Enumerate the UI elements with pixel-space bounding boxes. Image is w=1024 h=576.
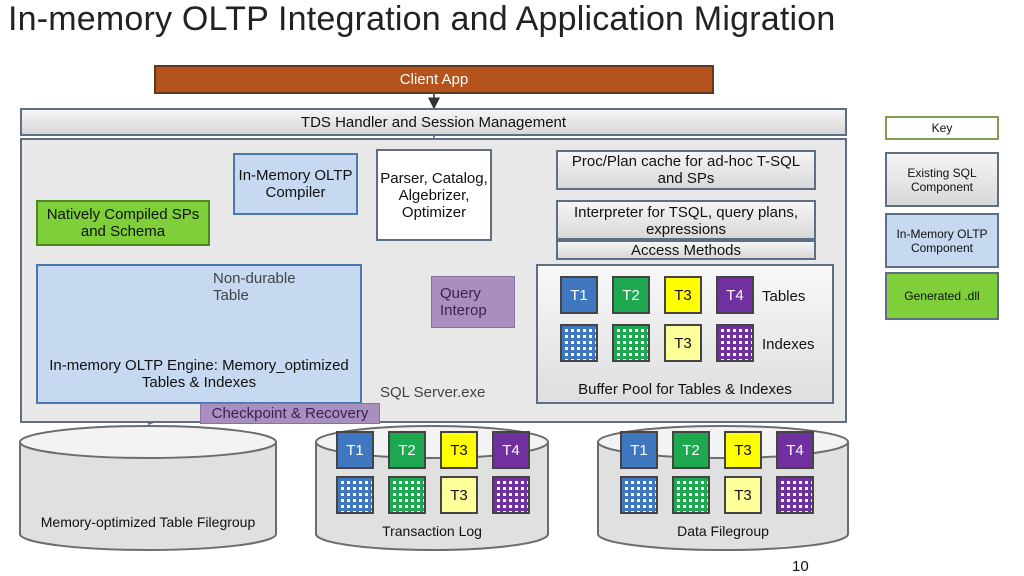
key-existing-label: Existing SQL Component [907, 165, 977, 194]
indexes-label: Indexes [762, 336, 815, 353]
query-interop: Query Interop [431, 276, 515, 328]
tds-handler-label: TDS Handler and Session Management [300, 113, 567, 131]
data-fg-index-t3: T3 [724, 476, 762, 514]
parser-label: Parser, Catalog, Algebrizer, Optimizer [380, 169, 488, 221]
buffer-pool-table-t3: T3 [664, 276, 702, 314]
key-imoltp-label: In-Memory OLTP Component [896, 226, 988, 255]
imoltp-engine-label: In-memory OLTP Engine: Memory_optimized … [49, 357, 349, 391]
interpreter: Interpreter for TSQL, query plans, expre… [556, 200, 816, 240]
data-fg-index-t4: T4 [776, 476, 814, 514]
tlog-table-t4: T4 [492, 431, 530, 469]
mem-filegroup-label: Memory-optimized Table Filegroup [40, 514, 256, 530]
client-app-label: Client App [399, 71, 469, 88]
tlog-indexes: T1 T2 T3 T4 [336, 476, 536, 516]
tlog-table-t2: T2 [388, 431, 426, 469]
tlog-index-t2: T2 [388, 476, 426, 514]
buffer-pool-index-t2: T2 [612, 324, 650, 362]
parser-box: Parser, Catalog, Algebrizer, Optimizer [376, 149, 492, 241]
tlog-label: Transaction Log [382, 523, 482, 539]
proc-plan-cache: Proc/Plan cache for ad-hoc T-SQL and SPs [556, 150, 816, 190]
tds-handler: TDS Handler and Session Management [20, 108, 847, 136]
buffer-pool-tables: T1 T2 T3 T4 [560, 276, 780, 316]
data-fg-table-t1: T1 [620, 431, 658, 469]
key-imoltp: In-Memory OLTP Component [885, 213, 999, 268]
buffer-pool-index-t1: T1 [560, 324, 598, 362]
buffer-pool-label: Buffer Pool for Tables & Indexes [578, 381, 792, 398]
imoltp-compiler: In-Memory OLTP Compiler [233, 153, 358, 215]
buffer-pool-index-t4: T4 [716, 324, 754, 362]
access-methods-label: Access Methods [630, 241, 742, 259]
checkpoint-recovery: Checkpoint & Recovery [200, 403, 380, 424]
imoltp-engine: Non-durable Table In-memory OLTP Engine:… [36, 264, 362, 404]
natively-compiled-sps: Natively Compiled SPs and Schema [36, 200, 210, 246]
client-app: Client App [154, 65, 714, 94]
tlog-table-t1: T1 [336, 431, 374, 469]
tlog-index-t1: T1 [336, 476, 374, 514]
page-number: 10 [792, 558, 809, 575]
buffer-pool-table-t2: T2 [612, 276, 650, 314]
natively-compiled-label: Natively Compiled SPs and Schema [46, 206, 200, 240]
key-existing: Existing SQL Component [885, 152, 999, 207]
tlog-tables: T1 T2 T3 T4 [336, 431, 536, 471]
key-generated-label: Generated .dll [904, 289, 980, 303]
tlog-table-t3: T3 [440, 431, 478, 469]
buffer-pool-index-t3: T3 [664, 324, 702, 362]
tables-label: Tables [762, 288, 806, 305]
buffer-pool-indexes: T1 T2 T3 T4 [560, 324, 780, 364]
buffer-pool-table-t4: T4 [716, 276, 754, 314]
data-fg-table-t2: T2 [672, 431, 710, 469]
page-title: In-memory OLTP Integration and Applicati… [8, 0, 836, 38]
data-fg-index-t2: T2 [672, 476, 710, 514]
data-fg-label: Data Filegroup [677, 523, 769, 539]
data-fg-table-t4: T4 [776, 431, 814, 469]
key-title-label: Key [931, 121, 953, 135]
data-fg-table-t3: T3 [724, 431, 762, 469]
key-title: Key [885, 116, 999, 140]
data-fg-indexes: T1 T2 T3 T4 [620, 476, 830, 516]
proc-plan-cache-label: Proc/Plan cache for ad-hoc T-SQL and SPs [571, 153, 801, 187]
mem-filegroup-cylinder: Memory-optimized Table Filegroup [18, 424, 278, 552]
sql-server-exe-label: SQL Server.exe [380, 384, 486, 401]
access-methods: Access Methods [556, 240, 816, 260]
non-durable-table-label: Non-durable Table [213, 270, 296, 304]
imoltp-compiler-label: In-Memory OLTP Compiler [238, 167, 353, 201]
tlog-index-t4: T4 [492, 476, 530, 514]
query-interop-label: Query Interop [440, 285, 487, 319]
buffer-pool-table-t1: T1 [560, 276, 598, 314]
key-generated: Generated .dll [885, 272, 999, 320]
tlog-index-t3: T3 [440, 476, 478, 514]
data-fg-index-t1: T1 [620, 476, 658, 514]
data-fg-tables: T1 T2 T3 T4 [620, 431, 830, 471]
interpreter-label: Interpreter for TSQL, query plans, expre… [574, 204, 798, 238]
checkpoint-recovery-label: Checkpoint & Recovery [211, 405, 369, 422]
